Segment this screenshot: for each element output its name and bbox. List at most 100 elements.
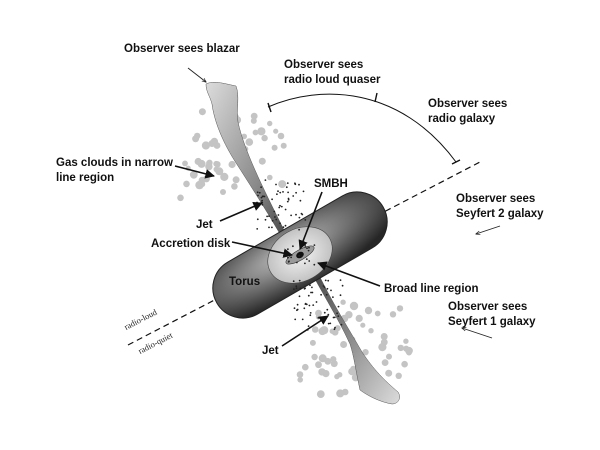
emission-dot (268, 215, 270, 218)
gas-cloud (297, 377, 304, 383)
emission-dot (296, 261, 298, 264)
viewing-angle-arc (267, 93, 457, 163)
gas-cloud (177, 194, 184, 202)
emission-dot (326, 308, 329, 311)
gas-cloud (330, 360, 338, 368)
emission-dot (304, 244, 306, 247)
emission-dot (268, 226, 270, 229)
emission-dot (271, 198, 273, 201)
emission-dot (317, 317, 320, 319)
emission-dot (298, 279, 301, 282)
gas-cloud (315, 361, 322, 369)
emission-dot (258, 191, 261, 194)
emission-dot (340, 323, 343, 326)
gas-cloud (362, 349, 369, 356)
emission-dot (298, 183, 300, 186)
torus (212, 191, 388, 319)
emission-dot (279, 204, 281, 207)
label-radio-loud: radio-loud (122, 306, 159, 331)
label-broad-line-region: Broad line region (384, 283, 479, 295)
emission-dot (292, 195, 295, 197)
gas-cloud (337, 372, 343, 378)
gas-cloud (329, 328, 335, 334)
emission-dot (295, 287, 298, 289)
gas-cloud (396, 305, 404, 312)
emission-dot (279, 191, 282, 194)
emission-dot (334, 326, 336, 329)
emission-dot (332, 296, 334, 298)
emission-dot (278, 206, 281, 209)
gas-cloud (198, 108, 206, 116)
label-accretion-disk: Accretion disk (151, 238, 231, 250)
emission-dot (274, 216, 276, 218)
gas-cloud (257, 127, 266, 136)
emission-dot (307, 249, 310, 252)
broad-line-region-arrow (317, 261, 381, 287)
gas-cloud (401, 360, 408, 368)
emission-dot (310, 291, 312, 294)
gas-cloud (215, 167, 224, 176)
gas-cloud (192, 135, 200, 143)
emission-dot (332, 316, 335, 319)
emission-dot (271, 226, 273, 229)
emission-dot (286, 200, 289, 203)
emission-dot (339, 279, 342, 281)
gas-cloud (360, 322, 366, 328)
emission-dot (308, 246, 310, 249)
gas-cloud (311, 353, 318, 361)
emission-dot (280, 205, 283, 208)
label-jet-upper: Jet (196, 219, 213, 231)
gas-clouds-arrow (174, 165, 215, 179)
emission-dot (264, 218, 267, 221)
gas-cloud (389, 311, 397, 318)
emission-dot (336, 312, 338, 315)
gas-cloud (320, 326, 329, 335)
smbh-arrow (298, 191, 323, 250)
emission-dot (311, 291, 314, 294)
emission-dot (308, 304, 311, 307)
gas-cloud (364, 306, 373, 315)
emission-dot (275, 183, 277, 186)
gas-cloud (403, 345, 410, 352)
emission-dot (296, 303, 299, 306)
emission-dot (290, 256, 292, 259)
gas-cloud (397, 344, 404, 352)
emission-dot (302, 190, 305, 193)
label-seyfert2-line1: Observer sees (456, 193, 535, 205)
emission-dot (287, 248, 289, 251)
emission-dot (327, 322, 330, 325)
gas-cloud (201, 141, 210, 150)
emission-dot (263, 195, 266, 198)
gas-cloud (267, 120, 273, 127)
emission-dot (276, 193, 278, 196)
emission-dot (303, 307, 306, 310)
jet-upper-arrow (219, 201, 263, 222)
emission-dot (307, 294, 310, 297)
emission-dot (309, 314, 312, 317)
emission-dot (298, 295, 301, 298)
emission-dot (301, 213, 304, 216)
emission-dot (298, 216, 301, 219)
emission-dot (277, 214, 280, 216)
gas-cloud (199, 181, 206, 188)
emission-dot (305, 303, 308, 306)
emission-dot (298, 228, 300, 231)
gas-cloud (232, 176, 240, 184)
emission-dot (279, 222, 281, 225)
label-smbh: SMBH (314, 178, 348, 190)
gas-cloud (182, 160, 188, 167)
gas-cloud (183, 180, 190, 188)
emission-dot (323, 286, 326, 289)
emission-dot (311, 286, 313, 289)
emission-dot (256, 201, 258, 204)
gas-cloud (355, 314, 363, 322)
arc-tick-right (451, 159, 461, 165)
label-radio-galaxy-line2: radio galaxy (428, 113, 496, 125)
gas-cloud (395, 372, 402, 379)
gas-cloud (311, 326, 319, 333)
emission-dot (327, 279, 330, 282)
emission-dot (256, 228, 259, 230)
emission-dot (309, 284, 311, 287)
emission-dot (337, 315, 340, 317)
